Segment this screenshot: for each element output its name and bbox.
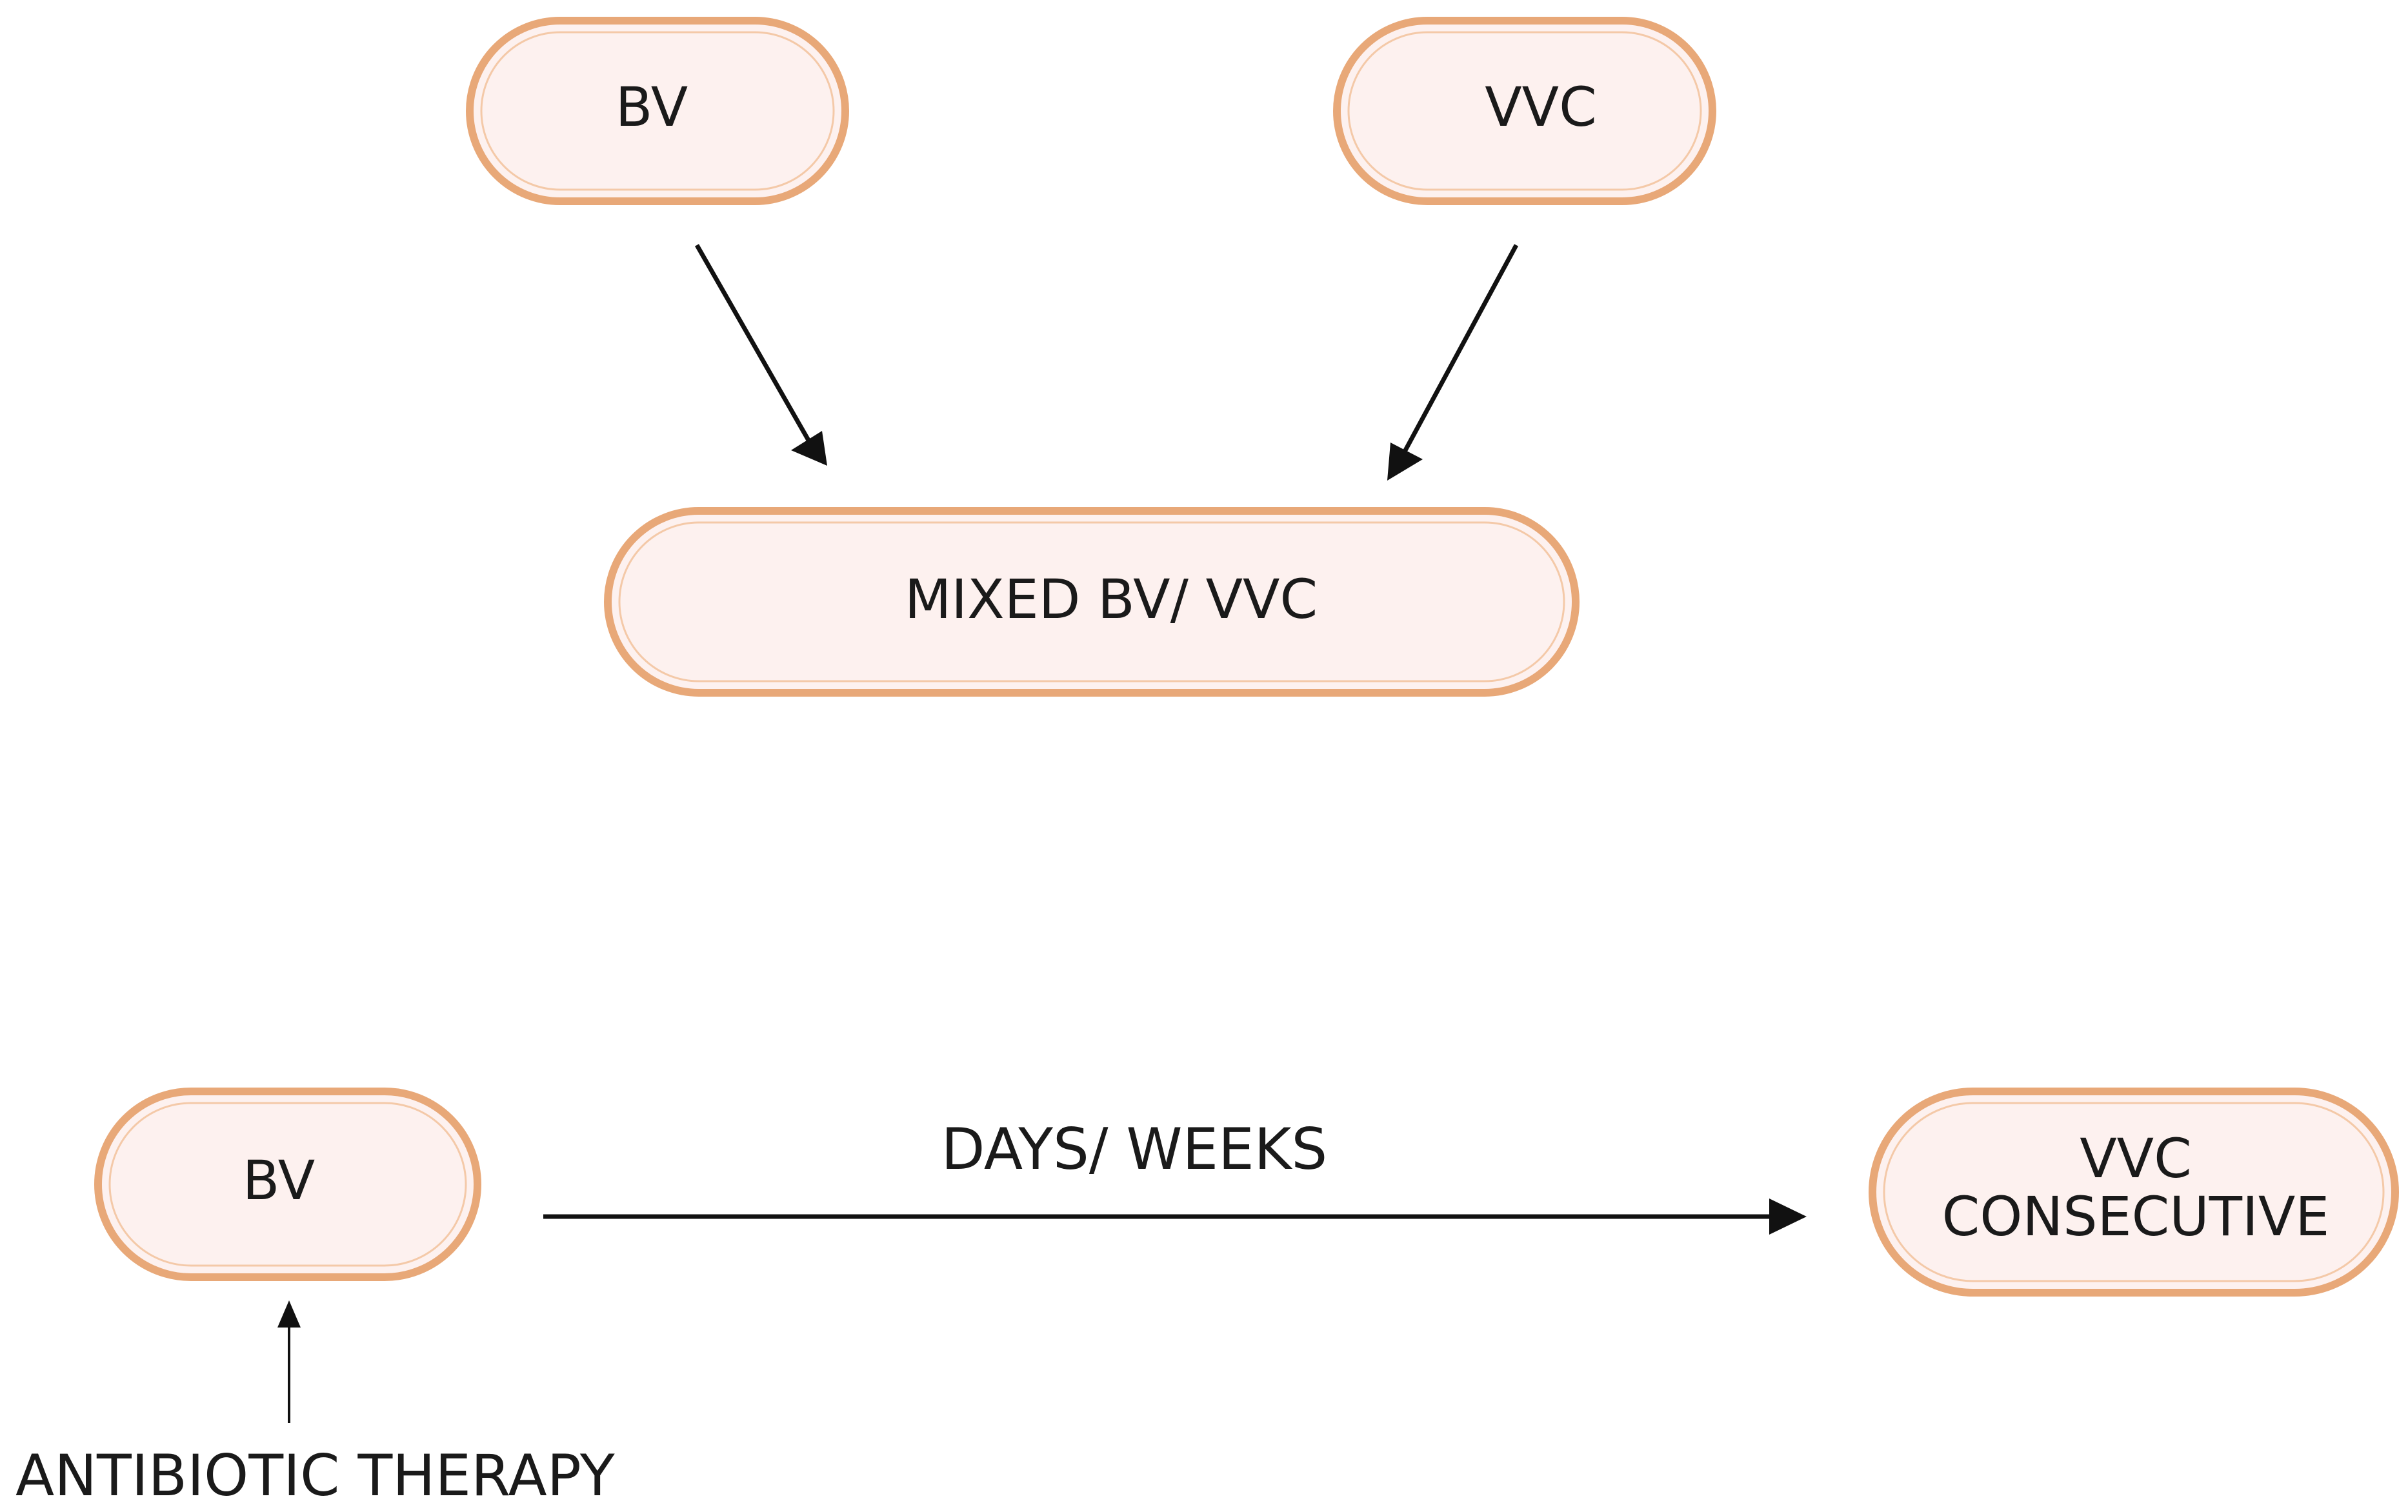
node-mixed-label: MIXED BV/ VVC — [905, 568, 1318, 631]
arrow-therapy-to-bv — [277, 1300, 301, 1423]
node-vvc-consecutive-line1: VVC — [2080, 1127, 2192, 1190]
arrow-vvc-to-mixed-head — [1387, 443, 1423, 481]
node-vvc-top-label: VVC — [1485, 75, 1597, 139]
arrow-bv-to-vvc-consecutive-head — [1769, 1199, 1807, 1235]
node-vvc-consecutive: VVC CONSECUTIVE — [1869, 1088, 2399, 1297]
node-vvc-top: VVC — [1333, 17, 1716, 205]
node-vvc-consecutive-line2: CONSECUTIVE — [1942, 1185, 2330, 1248]
node-bv-bottom: BV — [94, 1088, 481, 1281]
edge-label-days-weeks: DAYS/ WEEKS — [941, 1116, 1328, 1182]
node-bv-top: BV — [466, 17, 849, 205]
arrow-bv-to-mixed — [694, 244, 827, 466]
arrow-bv-to-vvc-consecutive — [543, 1199, 1807, 1235]
arrow-bv-to-mixed-head — [791, 431, 827, 466]
node-mixed-bv-vvc: MIXED BV/ VVC — [604, 507, 1580, 697]
arrow-vvc-to-mixed — [1387, 244, 1519, 481]
annotation-antibiotic-therapy: ANTIBIOTIC THERAPY — [15, 1442, 615, 1509]
arrow-therapy-to-bv-head — [277, 1300, 301, 1328]
node-bv-bottom-label: BV — [243, 1149, 316, 1212]
node-bv-top-label: BV — [616, 75, 688, 139]
